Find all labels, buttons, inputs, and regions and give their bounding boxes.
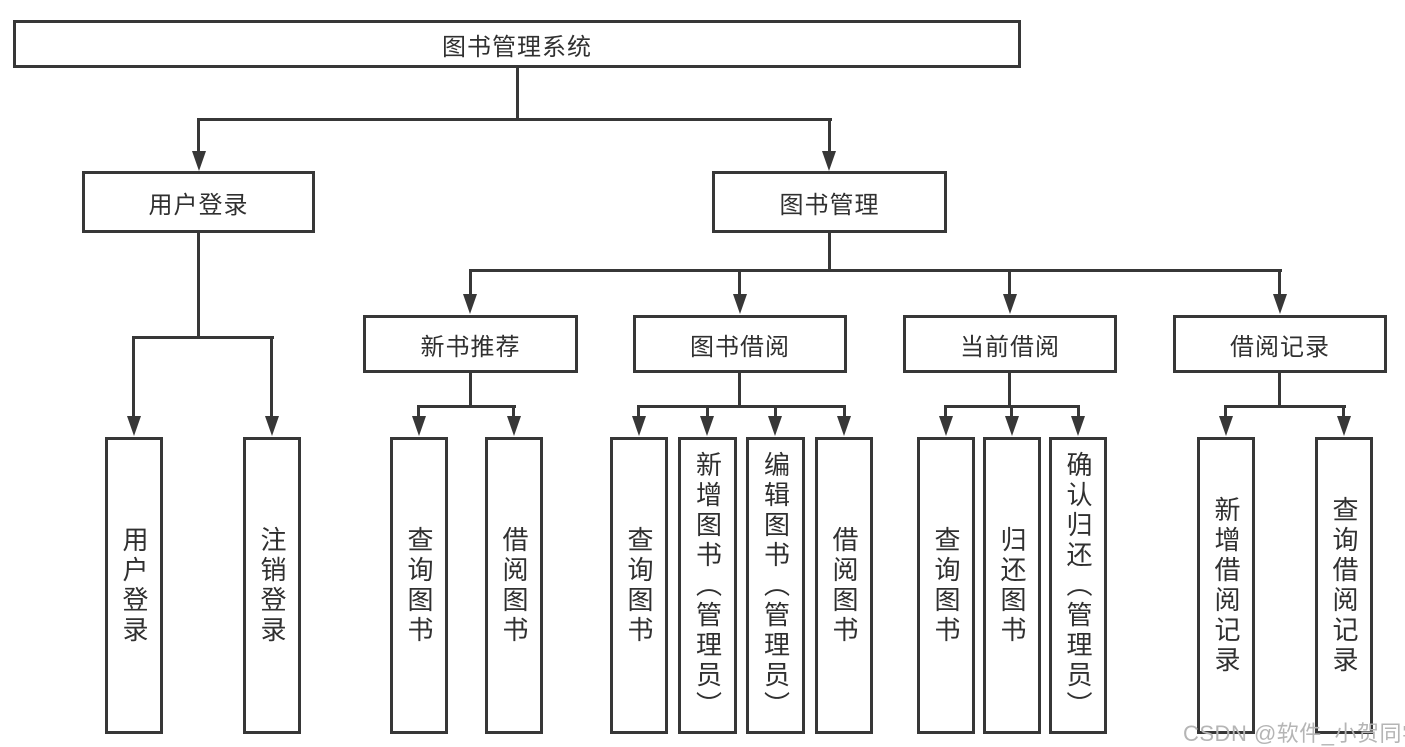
arrow-down-icon (733, 294, 747, 314)
node-label: 用户登录 (119, 525, 149, 646)
arrow-down-icon (1003, 294, 1017, 314)
arrow-down-icon (768, 416, 782, 436)
node-label: 用户登录 (148, 191, 249, 219)
node-library-management-system: 图书管理系统 (13, 20, 1021, 68)
connector-line (1224, 405, 1346, 408)
connector-line (132, 336, 135, 418)
node-label: 新书推荐 (420, 333, 521, 361)
connector-line (1077, 405, 1080, 419)
leaf-query-books-borrowing: 查询图书 (610, 437, 668, 734)
connector-line (469, 269, 1282, 272)
arrow-down-icon (463, 294, 477, 314)
leaf-user-login: 用户登录 (105, 437, 163, 734)
connector-line (469, 373, 472, 408)
node-label: 注销登录 (257, 525, 287, 646)
arrow-down-icon (1219, 416, 1233, 436)
node-label: 新增借阅记录 (1211, 495, 1241, 676)
leaf-edit-books-admin: 编辑图书（管理员） (746, 437, 805, 734)
connector-line (198, 118, 832, 121)
node-label: 当前借阅 (960, 333, 1060, 361)
arrow-down-icon (127, 416, 141, 436)
node-label: 图书管理 (779, 191, 880, 219)
leaf-return-books: 归还图书 (983, 437, 1041, 734)
connector-line (1342, 405, 1345, 419)
connector-line (512, 405, 515, 419)
node-label: 查询借阅记录 (1329, 495, 1359, 676)
connector-line (132, 336, 274, 339)
node-borrowing-records: 借阅记录 (1173, 315, 1387, 373)
node-label: 确认归还（管理员） (1063, 450, 1093, 721)
arrow-down-icon (939, 416, 953, 436)
connector-line (516, 67, 519, 121)
node-new-book-recommendation: 新书推荐 (363, 315, 578, 373)
arrow-down-icon (265, 416, 279, 436)
node-label: 借阅图书 (829, 525, 859, 646)
connector-line (637, 405, 640, 419)
connector-line (417, 405, 516, 408)
node-label: 编辑图书（管理员） (760, 450, 791, 721)
node-label: 借阅图书 (499, 525, 529, 646)
connector-line (1010, 405, 1013, 419)
node-user-login: 用户登录 (82, 171, 315, 233)
leaf-confirm-return-admin: 确认归还（管理员） (1049, 437, 1107, 734)
node-label: 新增图书（管理员） (692, 450, 723, 721)
node-label: 查询图书 (624, 525, 654, 646)
arrow-down-icon (192, 151, 206, 171)
leaf-borrow-books-recommend: 借阅图书 (485, 437, 543, 734)
connector-line (469, 269, 472, 296)
connector-line (738, 373, 741, 408)
connector-line (828, 233, 831, 271)
arrow-down-icon (1071, 416, 1085, 436)
connector-line (197, 118, 200, 153)
connector-line (270, 336, 273, 418)
leaf-logout: 注销登录 (243, 437, 301, 734)
arrow-down-icon (837, 416, 851, 436)
arrow-down-icon (1005, 416, 1019, 436)
connector-line (843, 405, 846, 419)
node-label: 借阅记录 (1230, 333, 1330, 361)
node-label: 查询图书 (931, 525, 961, 646)
arrow-down-icon (632, 416, 646, 436)
connector-line (1278, 373, 1281, 408)
leaf-add-borrow-record: 新增借阅记录 (1197, 437, 1255, 734)
leaf-query-books-current: 查询图书 (917, 437, 975, 734)
node-book-management: 图书管理 (712, 171, 947, 233)
leaf-borrow-books: 借阅图书 (815, 437, 873, 734)
connector-line (1008, 269, 1011, 296)
node-label: 归还图书 (997, 525, 1027, 646)
connector-line (738, 269, 741, 296)
connector-line (637, 405, 846, 408)
node-label: 查询图书 (404, 525, 434, 646)
arrow-down-icon (700, 416, 714, 436)
connector-line (1224, 405, 1227, 419)
arrow-down-icon (822, 151, 836, 171)
node-label: 图书管理系统 (442, 33, 592, 61)
connector-line (1008, 373, 1011, 408)
connector-line (774, 405, 777, 419)
arrow-down-icon (507, 416, 521, 436)
leaf-query-borrow-record: 查询借阅记录 (1315, 437, 1373, 734)
leaf-add-books-admin: 新增图书（管理员） (678, 437, 737, 734)
leaf-query-books-recommend: 查询图书 (390, 437, 448, 734)
csdn-watermark: CSDN @软件_小贺同学 (1183, 721, 1405, 746)
node-current-borrowing: 当前借阅 (903, 315, 1117, 373)
arrow-down-icon (1337, 416, 1351, 436)
connector-line (828, 118, 831, 153)
connector-line (197, 233, 200, 338)
arrow-down-icon (412, 416, 426, 436)
connector-line (417, 405, 420, 419)
connector-line (706, 405, 709, 419)
node-label: 图书借阅 (690, 333, 790, 361)
arrow-down-icon (1273, 294, 1287, 314)
connector-line (944, 405, 947, 419)
connector-line (1278, 269, 1281, 296)
node-book-borrowing: 图书借阅 (633, 315, 847, 373)
